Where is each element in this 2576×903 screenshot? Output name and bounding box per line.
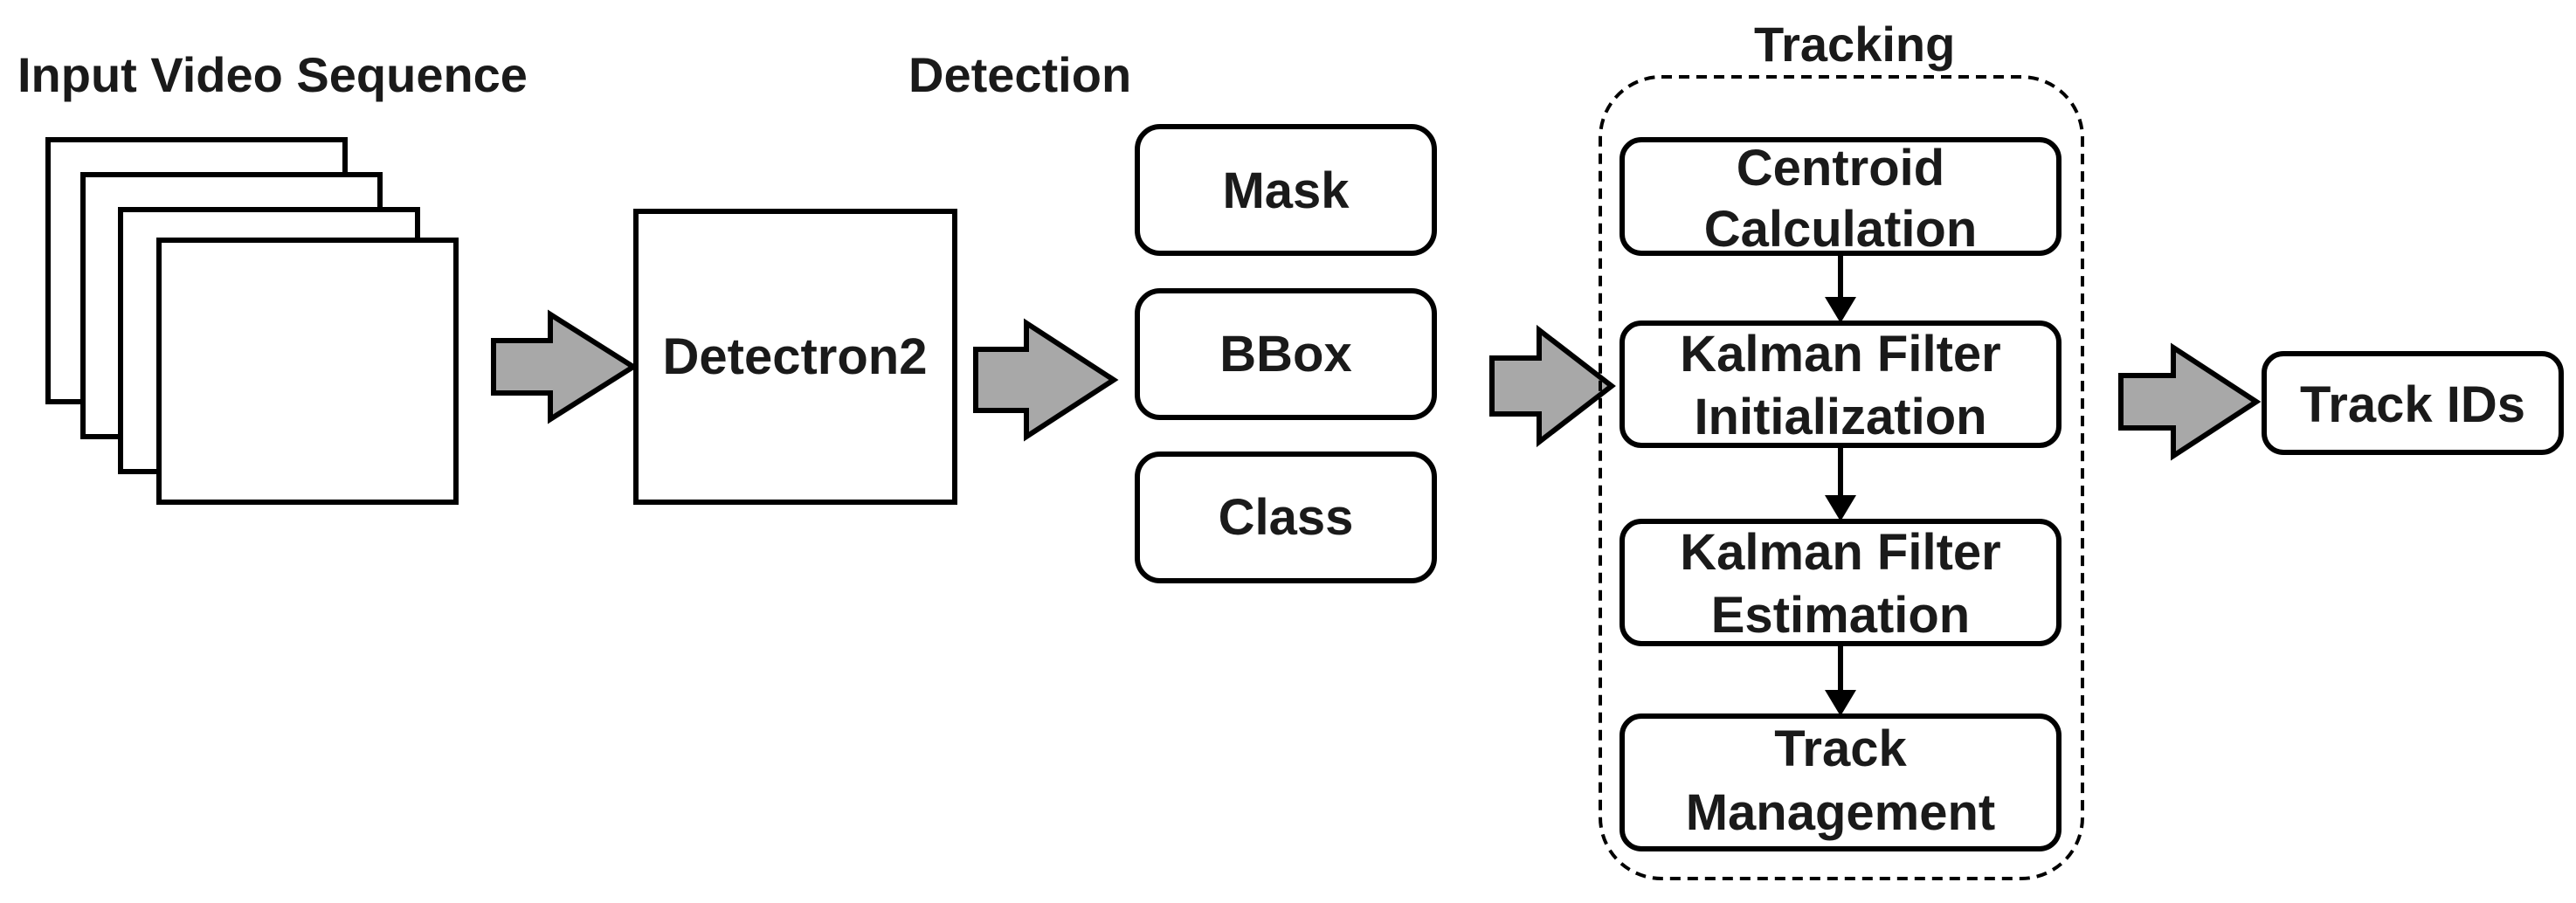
kalman-filter-estimation-label-line1: Kalman Filter bbox=[1680, 524, 2000, 581]
class-box bbox=[1135, 452, 1437, 583]
video-frame-stack bbox=[45, 137, 459, 505]
flow-arrow-to-detectron bbox=[491, 309, 639, 424]
input-video-sequence-title: Input Video Sequence bbox=[17, 47, 528, 102]
detectron2-box bbox=[633, 209, 957, 505]
centroid-calculation-label-line1: Centroid bbox=[1737, 140, 1944, 196]
mask-box bbox=[1135, 124, 1437, 256]
connector-init-to-estimation bbox=[1825, 445, 1856, 521]
tracking-title: Tracking bbox=[1754, 17, 1955, 72]
flow-arrow-to-track-ids bbox=[2118, 342, 2262, 461]
class-label: Class bbox=[1219, 489, 1354, 546]
bbox-label: BBox bbox=[1219, 326, 1351, 383]
flow-arrow-to-tracking bbox=[1489, 324, 1616, 448]
flow-arrow-to-outputs bbox=[973, 318, 1119, 442]
kalman-filter-estimation-label-line2: Estimation bbox=[1711, 587, 1971, 644]
centroid-calculation-label-line2: Calculation bbox=[1704, 201, 1978, 258]
track-ids-box bbox=[2262, 351, 2564, 455]
track-ids-label: Track IDs bbox=[2300, 376, 2525, 433]
mask-label: Mask bbox=[1222, 162, 1350, 219]
kalman-filter-initialization-label-line2: Initialization bbox=[1694, 389, 1986, 445]
bbox-box bbox=[1135, 288, 1437, 420]
kalman-filter-initialization-label-line1: Kalman Filter bbox=[1680, 326, 2000, 383]
video-frame bbox=[156, 238, 459, 505]
detectron2-label: Detectron2 bbox=[663, 328, 928, 385]
connector-estimation-to-management bbox=[1825, 644, 1856, 716]
tracking-group-border bbox=[1599, 75, 2084, 880]
track-management-label-line1: Track bbox=[1774, 720, 1907, 777]
detection-title: Detection bbox=[908, 47, 1131, 102]
connector-centroid-to-init bbox=[1825, 253, 1856, 323]
track-management-label-line2: Management bbox=[1686, 784, 1996, 841]
